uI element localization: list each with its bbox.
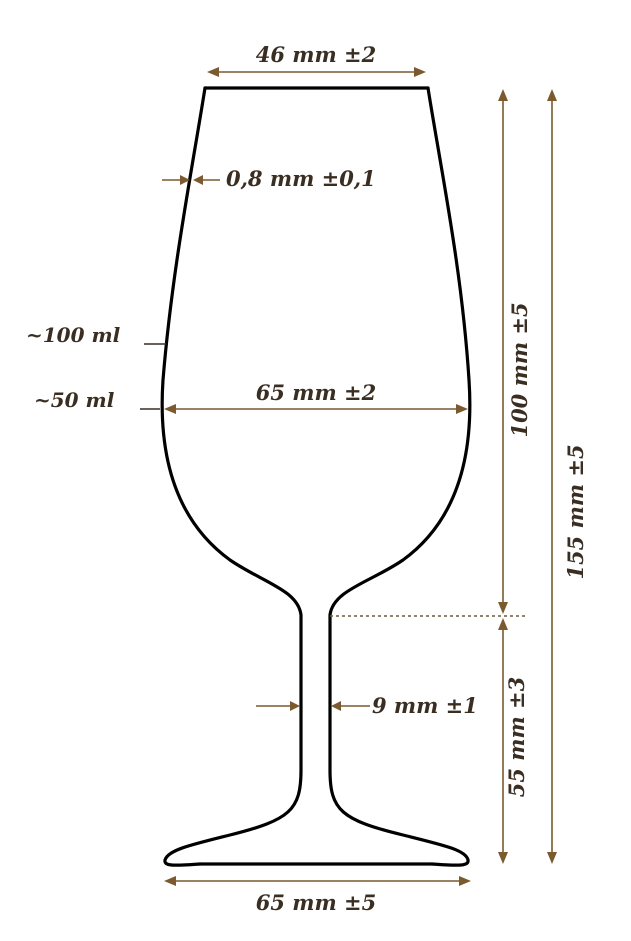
foot-width-arrow-left	[164, 876, 176, 886]
volume-mark-100ml: ~100 ml	[26, 323, 166, 347]
foot-width-arrow-right	[459, 876, 471, 886]
wall-thickness-label: 0,8 mm ±0,1	[226, 166, 376, 191]
bowl-height-arrow-top	[498, 89, 508, 101]
stem-width-arrow-left	[290, 701, 300, 711]
glass-silhouette	[160, 86, 472, 867]
stem-height-label: 55 mm ±3	[504, 677, 529, 798]
wall-thickness-arrow-left	[180, 175, 190, 185]
foot-width-dimension: 65 mm ±5	[164, 876, 471, 915]
stem-width-dimension: 9 mm ±1	[256, 693, 478, 718]
wall-thickness-dimension: 0,8 mm ±0,1	[162, 166, 376, 191]
stem-width-arrow-right	[331, 701, 341, 711]
rim-width-arrow-right	[414, 67, 426, 77]
total-height-dimension: 155 mm ±5	[547, 89, 588, 864]
bowl-width-dimension: 65 mm ±2	[164, 380, 468, 414]
total-height-arrow-top	[547, 89, 557, 101]
volume-50ml-label: ~50 ml	[34, 388, 115, 412]
stem-width-label: 9 mm ±1	[372, 693, 478, 718]
rim-width-dimension: 46 mm ±2	[207, 42, 426, 77]
stem-height-arrow-bottom	[498, 852, 508, 864]
wall-thickness-arrow-right	[193, 175, 203, 185]
volume-100ml-label: ~100 ml	[26, 323, 121, 347]
rim-width-arrow-left	[207, 67, 219, 77]
bowl-width-arrow-right	[456, 404, 468, 414]
bowl-width-label: 65 mm ±2	[256, 380, 377, 405]
total-height-arrow-bottom	[547, 852, 557, 864]
bowl-height-arrow-bottom	[498, 602, 508, 614]
bowl-height-label: 100 mm ±5	[507, 302, 532, 437]
bowl-width-arrow-left	[164, 404, 176, 414]
glass-right-outline	[328, 86, 472, 867]
stem-height-dimension: 55 mm ±3	[498, 618, 529, 864]
glass-left-outline	[160, 86, 303, 867]
volume-mark-50ml: ~50 ml	[34, 388, 160, 412]
bowl-height-dimension: 100 mm ±5	[498, 89, 532, 614]
foot-width-label: 65 mm ±5	[256, 890, 377, 915]
rim-width-label: 46 mm ±2	[256, 42, 377, 67]
stem-height-arrow-top	[498, 618, 508, 630]
total-height-label: 155 mm ±5	[563, 444, 588, 579]
